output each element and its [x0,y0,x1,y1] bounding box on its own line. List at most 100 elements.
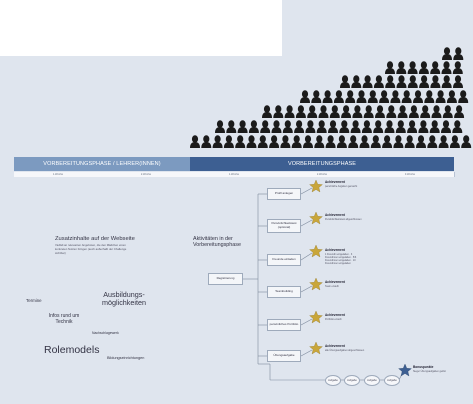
person-silhouette-icon [430,61,441,74]
star-icon [309,179,323,193]
achievement-title: Achievement [325,248,345,252]
person-silhouette-icon [316,120,327,133]
person-silhouette-icon [404,135,415,148]
person-silhouette-icon [246,135,257,148]
person-silhouette-icon [341,105,352,118]
person-silhouette-icon [262,105,272,118]
aufgabe-node: Aufgabe [325,375,341,386]
person-silhouette-icon [407,75,418,88]
person-silhouette-icon [430,75,441,88]
phase-bar-preparation: VORBEREITUNGSPHASE [190,157,454,171]
person-silhouette-icon [408,105,419,118]
person-silhouette-icon [260,120,271,133]
person-silhouette-icon [269,135,280,148]
achievement-desc: Portfolio erstellt [325,318,342,321]
person-silhouette-icon [375,105,385,118]
person-silhouette-icon [431,105,442,118]
star-icon [309,244,323,258]
bonus-star-icon [398,363,412,377]
person-silhouette-icon [386,105,397,118]
person-silhouette-icon [442,47,452,60]
person-silhouette-icon [348,135,359,148]
person-silhouette-icon [454,105,465,118]
phase-bar-teachers: VORBEREITUNGSPHASE / LEHRER(INNEN) [14,157,190,171]
person-silhouette-icon [407,61,418,74]
person-silhouette-icon [307,105,318,118]
person-silhouette-icon [441,61,452,74]
person-silhouette-icon [373,120,384,133]
person-silhouette-icon [361,120,372,133]
step-box-profil: Profil anlegen [267,188,301,200]
person-silhouette-icon [452,120,463,133]
aufgabe-node: Aufgabe [344,375,360,386]
person-silhouette-icon [379,90,390,103]
person-silhouette-icon [396,61,407,74]
person-silhouette-icon [435,90,446,103]
person-silhouette-icon [416,135,426,148]
step-box-teambuilding: Teambuilding [267,286,301,298]
person-silhouette-icon [363,105,374,118]
zusatz-description: Vielfalt an relevanten Angeboten, die de… [55,243,127,255]
person-silhouette-icon [237,120,248,133]
person-silhouette-icon [340,75,350,88]
person-silhouette-icon [300,90,310,103]
person-silhouette-icon [458,90,469,103]
person-silhouette-icon [449,135,460,148]
achievement-title: Achievement [325,180,345,184]
person-silhouette-icon [291,135,302,148]
person-silhouette-icon [226,120,237,133]
person-silhouette-icon [273,105,284,118]
person-silhouette-icon [407,120,418,133]
registrierung-box: Registrierung [208,273,243,285]
step-box-uebung: Übungsaufgabe [267,350,301,362]
person-silhouette-icon [393,135,404,148]
person-silhouette-icon [325,135,336,148]
person-silhouette-icon [284,105,295,118]
person-silhouette-icon [280,135,291,148]
person-silhouette-icon [295,105,306,118]
achievement-desc: Team erstellt [325,285,339,288]
person-silhouette-icon [420,105,431,118]
star-icon [309,211,323,225]
person-silhouette-icon [350,120,361,133]
achievement-title: Achievement [325,313,345,317]
achievement-desc: alle Übungsaufgaben abgeschlossen [325,349,365,352]
person-silhouette-icon [461,135,472,148]
person-silhouette-icon [336,135,347,148]
top-white-area [0,0,282,56]
person-silhouette-icon [314,135,325,148]
cloud-nachschlagewerk: Nachschlagewerk [92,331,119,335]
person-silhouette-icon [333,90,344,103]
cloud-rolemodels: Rolemodels [44,344,100,356]
person-silhouette-icon [345,90,356,103]
person-silhouette-icon [370,135,381,148]
person-silhouette-icon [441,75,452,88]
star-icon [309,341,323,355]
person-silhouette-icon [223,135,234,148]
cloud-bildung: Bildungseinrichtungen [107,356,145,360]
person-silhouette-icon [385,61,395,74]
person-silhouette-icon [305,120,316,133]
star-icon [309,277,323,291]
person-silhouette-icon [351,75,362,88]
aufgabe-node: Aufgabe [384,375,400,386]
zusatz-title: Zusatzinhalte auf der Webseite [55,236,135,242]
person-silhouette-icon [367,90,378,103]
achievement-desc: persönliche Angaben gemacht [325,185,358,188]
person-silhouette-icon [413,90,423,103]
person-silhouette-icon [395,120,406,133]
person-silhouette-icon [328,120,338,133]
achievement-title: Achievement [325,213,345,217]
person-silhouette-icon [446,90,457,103]
person-silhouette-icon [396,75,407,88]
person-silhouette-icon [419,75,430,88]
person-silhouette-icon [424,90,435,103]
week-cell: 3.Woche [366,172,455,177]
person-silhouette-icon [442,105,453,118]
bonus-desc: Sieger Übungsaufgaben gelöst [413,370,446,373]
person-silhouette-icon [215,120,225,133]
person-silhouette-icon [362,75,373,88]
cloud-termine: Termine [26,298,42,303]
person-silhouette-icon [329,105,340,118]
